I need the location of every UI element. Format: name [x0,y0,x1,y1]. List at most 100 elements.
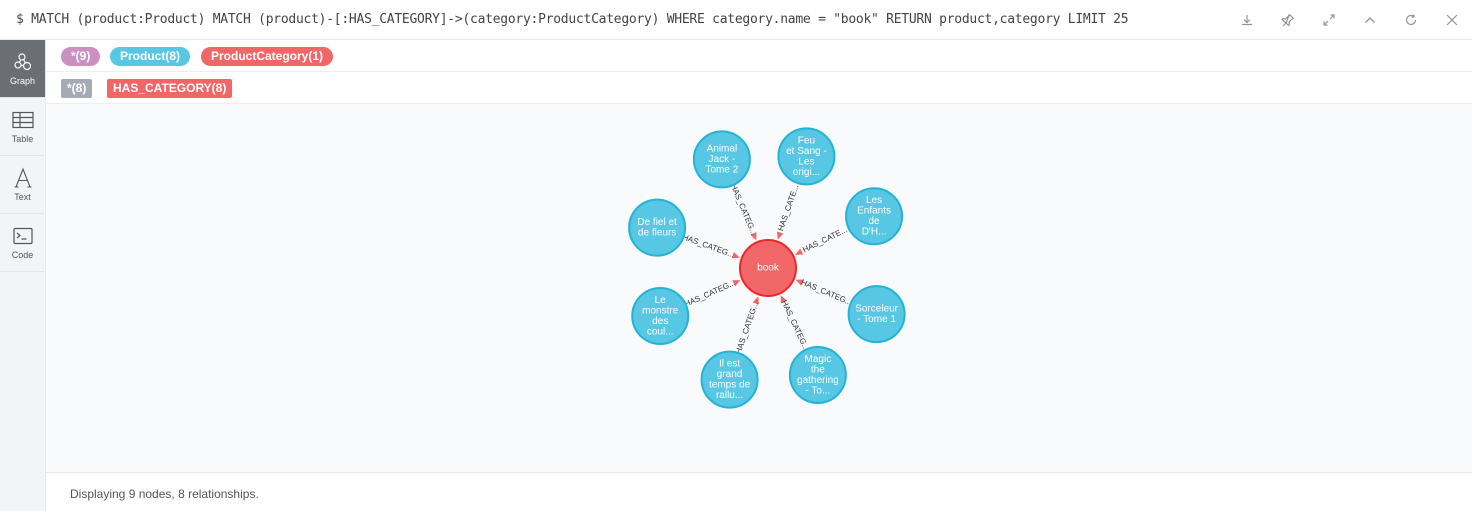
product-node-caption: Les [866,195,882,206]
relationship-edge: HAS_CATE... [794,224,851,257]
relationship-edge: HAS_CATEG... [683,278,741,309]
product-node-caption: des [652,316,668,327]
product-node-circle [788,345,847,404]
graph-canvas[interactable]: HAS_CATEG... HAS_CATE...HAS_CATE... HAS_CA… [46,104,1472,472]
product-node-caption: grand [717,369,743,380]
relationship-label: HAS_CATEG... [681,232,735,259]
pin-icon[interactable] [1267,0,1308,40]
expand-icon[interactable] [1308,0,1349,40]
legend-node-all[interactable]: *(9) [61,47,101,66]
product-node-circle [631,286,690,345]
sidebar-item-label: Text [14,192,31,202]
category-node-caption: book [757,263,780,274]
close-icon[interactable] [1431,0,1472,40]
sidebar-item-code[interactable]: Code [0,214,45,272]
legend-node-productcategory[interactable]: ProductCategory(1) [201,47,334,66]
product-node-caption: temps de [709,379,751,390]
product-node-caption: Sorceleur [855,303,898,314]
relationship-label-bg [799,224,851,257]
relationship-label: HAS_CATEG... [800,278,854,308]
query-text[interactable]: $ MATCH (product:Product) MATCH (product… [16,12,1129,27]
table-icon [11,109,34,131]
relationship-label-bg [734,301,761,355]
sidebar-item-label: Graph [9,76,35,86]
product-node-circle [700,350,759,409]
category-node[interactable]: book [739,239,797,297]
legend-rel-has-category[interactable]: HAS_CATEGORY(8) [107,79,233,98]
relationship-label: HAS_CATEG... [780,299,811,352]
product-node-caption: de fleurs [638,228,676,239]
product-node-caption: - Tome 1 [857,314,896,325]
relationship-label-bg [779,299,811,352]
product-node[interactable]: Sorceleur- Tome 1 [847,285,906,344]
product-node[interactable]: LesEnfantsdeD'H... [845,187,904,246]
relationship-label: HAS_CATE... [801,225,848,254]
product-node-caption: de [868,216,880,227]
sidebar-item-text[interactable]: Text [0,156,45,214]
product-node-caption: Enfants [857,206,891,217]
product-node-caption: Tome 2 [705,165,738,176]
legend-node-product[interactable]: Product(8) [110,47,190,66]
graph-icon [12,51,34,73]
view-sidebar: Graph Table Text Code [0,40,46,511]
relationship-label-bg [800,278,853,308]
product-node-caption: - To... [805,385,830,396]
product-node-circle [777,127,836,186]
text-icon [12,167,34,189]
product-node-caption: Le [655,295,667,306]
relationship-arrowhead [794,247,805,255]
product-node-caption: et Sang - [786,146,827,157]
product-node-circle [845,187,904,246]
category-node-circle [739,239,797,297]
query-bar: $ MATCH (product:Product) MATCH (product… [0,0,1472,40]
download-icon[interactable] [1226,0,1267,40]
product-node-caption: Magic [805,354,832,365]
relationship-arrowhead [780,295,789,306]
node-label-legend: *(9) Product(8) ProductCategory(1) [46,40,1472,72]
code-icon [12,225,34,247]
product-node-caption: coul... [647,326,674,337]
relationship-edge: HAS_CATEG... [795,278,854,308]
product-node-caption: Les [798,156,814,167]
status-bar: Displaying 9 nodes, 8 relationships. [46,472,1472,511]
relationship-edge: HAS_CATEG... [728,183,758,241]
relationship-label-bg [775,181,802,235]
sidebar-item-label: Table [11,134,34,144]
collapse-icon[interactable] [1349,0,1390,40]
product-node-caption: the [811,364,825,375]
product-node[interactable]: Lemonstredescoul... [631,286,690,345]
relationship-edge: HAS_CATEG... [734,296,761,355]
product-node-caption: De fiel et [637,217,677,228]
rerun-icon[interactable] [1390,0,1431,40]
relationship-label: HAS_CATEG... [683,278,736,308]
product-node-caption: rallu... [716,390,743,401]
legend-rel-all[interactable]: *(8) [61,79,93,98]
sidebar-item-graph[interactable]: Graph [0,40,45,98]
relationship-legend: *(8) HAS_CATEGORY(8) [46,72,1472,104]
frame-actions [1226,0,1472,40]
relationship-edge: HAS_CATE... [775,181,802,240]
relationship-label-bg [682,232,735,260]
product-node-circle [628,198,687,257]
product-node-caption: monstre [642,305,679,316]
relationship-edge: HAS_CATEG... [779,295,811,352]
product-node-caption: Feu [798,135,815,146]
relationship-label: HAS_CATEG... [734,301,760,355]
sidebar-item-label: Code [11,250,34,260]
relationship-label: HAS_CATEG... [729,183,759,237]
relationship-label-bg [728,183,758,236]
relationship-label: HAS_CATE... [776,184,800,233]
product-node-circle [692,130,751,189]
product-node-caption: gathering [797,375,839,386]
product-node-caption: Il est [719,358,740,369]
sidebar-item-table[interactable]: Table [0,98,45,156]
relationship-label-bg [684,278,736,309]
status-text: Displaying 9 nodes, 8 relationships. [70,487,259,501]
graph-visualization[interactable]: HAS_CATEG... HAS_CATE...HAS_CATE... HAS_CA… [46,104,1472,472]
